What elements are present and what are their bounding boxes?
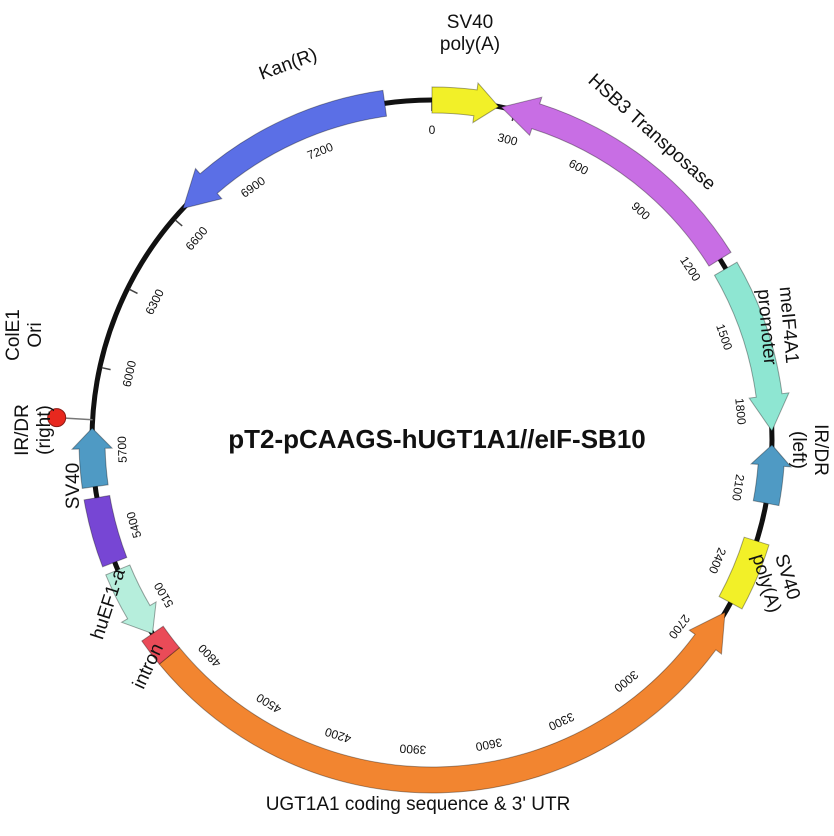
tick-label: 4500 xyxy=(254,690,284,716)
tick-label: 3300 xyxy=(546,710,576,734)
feature-hsb3-transposase xyxy=(500,96,732,267)
feature-label-kan-r: Kan(R) xyxy=(256,44,320,84)
feature-ir-dr-left xyxy=(749,444,793,507)
feature-label-sv40-polya-right: SV40poly(A) xyxy=(747,545,806,615)
tick-label: 300 xyxy=(496,130,519,149)
feature-label-meif4a1-promoter: meIF4A1promoter xyxy=(753,286,803,367)
tick-label: 2400 xyxy=(706,546,729,576)
tick-label: 900 xyxy=(629,199,653,223)
feature-intron xyxy=(141,625,181,665)
feature-label-sv40-left: SV40 xyxy=(63,463,84,509)
feature-kan-r xyxy=(182,89,388,210)
tick-label: 6900 xyxy=(238,174,268,201)
tick-label: 2700 xyxy=(665,612,692,642)
tick-label: 1800 xyxy=(732,397,748,425)
tick-mark xyxy=(101,366,111,371)
feature-huef1a xyxy=(105,564,157,635)
tick-label: 5700 xyxy=(115,436,130,463)
feature-label-ugt1a1: UGT1A1 coding sequence & 3' UTR xyxy=(266,794,571,815)
tick-label: 6000 xyxy=(120,359,139,388)
tick-label: 5400 xyxy=(124,510,145,540)
feature-ugt1a1 xyxy=(158,611,726,794)
feature-label-ir-dr-right: IR/DR(right) xyxy=(12,404,55,456)
tick-label: 6300 xyxy=(142,287,167,317)
tick-label: 3600 xyxy=(474,735,503,754)
tick-mark xyxy=(174,219,183,227)
origin-layer xyxy=(47,408,93,428)
tick-label: 3900 xyxy=(399,741,427,757)
plasmid-name: pT2-pCAAGS-hUGT1A1//eIF-SB10 xyxy=(228,424,646,454)
feature-ir-dr-right xyxy=(70,427,114,489)
tick-label: 0 xyxy=(429,123,436,137)
origin-marker xyxy=(47,408,67,428)
tick-label: 1200 xyxy=(677,254,704,284)
tick-label: 4800 xyxy=(195,641,224,670)
origin-label: ColE1Ori xyxy=(3,309,46,361)
feature-layer xyxy=(70,81,793,794)
feature-sv40-polya-top xyxy=(431,81,500,124)
tick-label: 6600 xyxy=(183,224,211,254)
feature-meif4a1-promoter xyxy=(713,261,790,432)
feature-label-ir-dr-left: IR/DR(left) xyxy=(788,424,831,476)
tick-label: 2100 xyxy=(729,473,747,502)
feature-sv40-left xyxy=(83,494,128,568)
tick-label: 4200 xyxy=(323,724,353,746)
tick-mark xyxy=(129,288,138,295)
tick-label: 3000 xyxy=(611,668,641,696)
tick-label: 1500 xyxy=(713,322,735,352)
feature-sv40-polya-right xyxy=(718,536,770,610)
tick-label: 600 xyxy=(566,156,591,178)
tick-label: 7200 xyxy=(305,140,335,163)
